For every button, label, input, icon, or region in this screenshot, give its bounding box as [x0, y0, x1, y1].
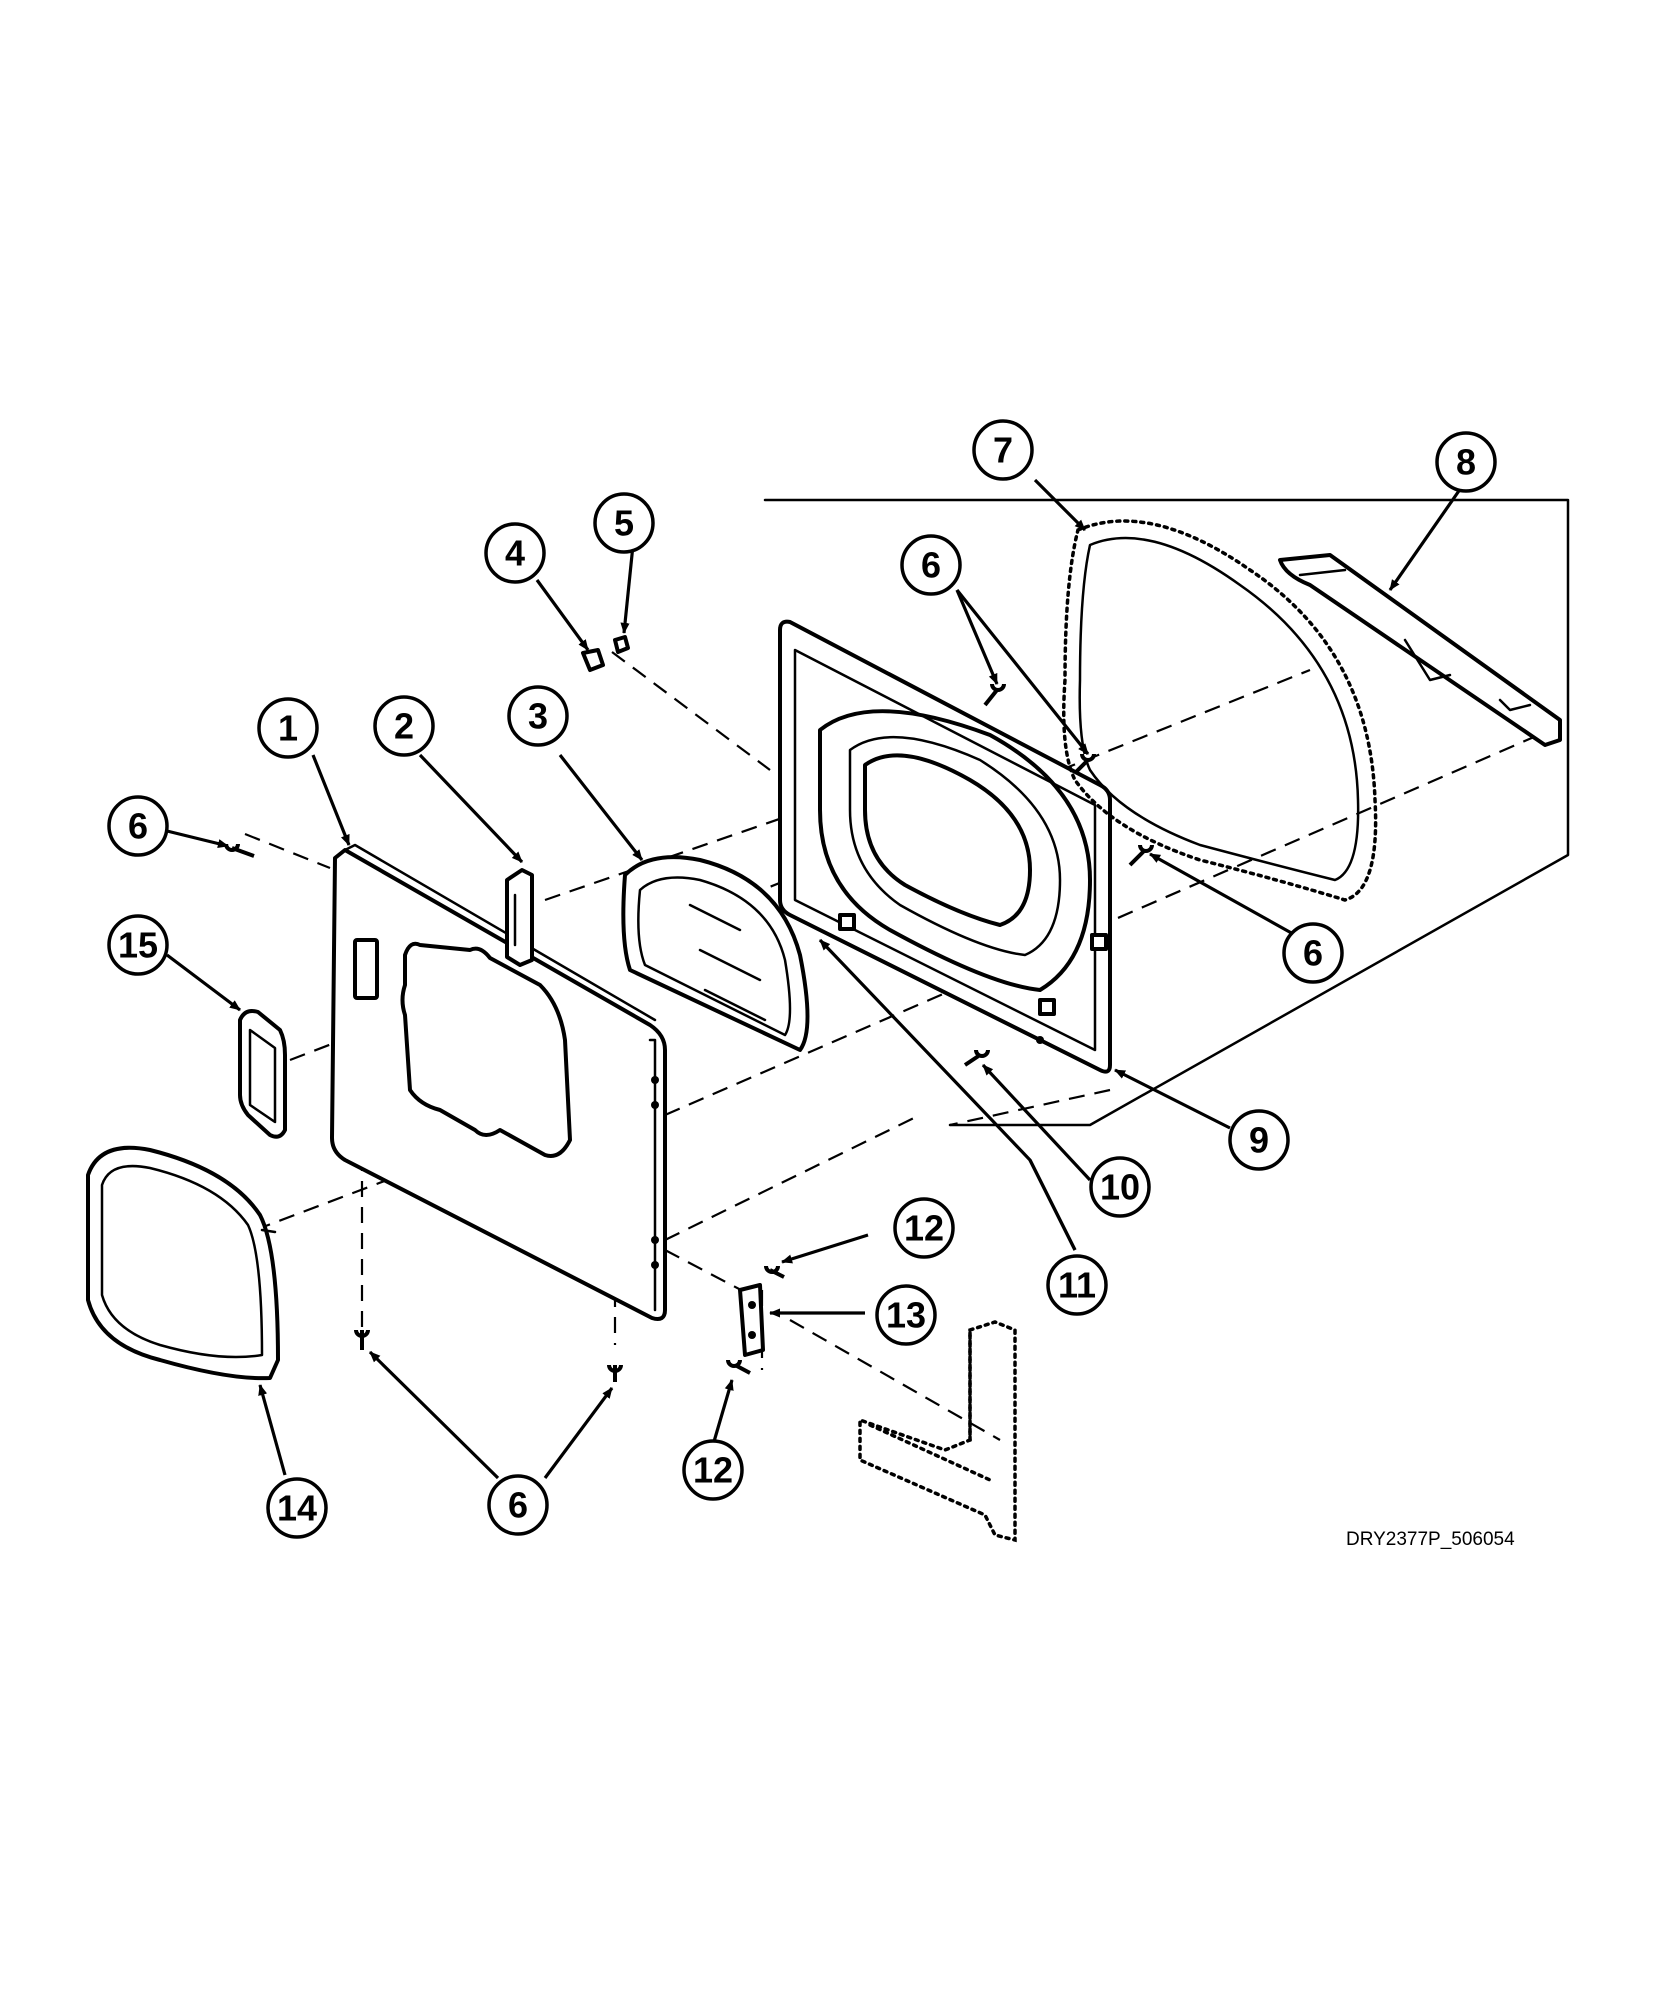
callout-6-bottom: 6 — [487, 1474, 549, 1536]
callout-6-right: 6 — [1282, 922, 1344, 984]
svg-text:5: 5 — [614, 503, 634, 544]
svg-text:10: 10 — [1100, 1167, 1140, 1208]
svg-text:8: 8 — [1456, 442, 1476, 483]
svg-text:13: 13 — [886, 1295, 926, 1336]
svg-text:14: 14 — [277, 1488, 317, 1529]
callout-3: 3 — [507, 685, 569, 747]
part-13-hinge — [738, 1283, 765, 1357]
callout-4: 4 — [484, 522, 546, 584]
callout-5: 5 — [593, 492, 655, 554]
part-5-clip — [613, 635, 630, 654]
svg-text:6: 6 — [921, 545, 941, 586]
svg-text:6: 6 — [128, 806, 148, 847]
part-15-handle-insert — [238, 1009, 287, 1139]
cabinet-corner-reference — [858, 1320, 1017, 1543]
svg-text:11: 11 — [1058, 1265, 1096, 1306]
part-2-latch-bracket — [505, 868, 534, 967]
callout-11: 11 — [1046, 1254, 1108, 1316]
svg-text:1: 1 — [278, 708, 298, 749]
svg-text:7: 7 — [993, 430, 1013, 471]
callout-8: 8 — [1435, 431, 1497, 493]
callout-12-top: 12 — [893, 1197, 955, 1259]
part-4-clip — [581, 648, 605, 672]
screws — [224, 683, 1154, 1382]
part-7-door-gasket — [1062, 519, 1378, 902]
drawing-code: DRY2377P_506054 — [1346, 1529, 1515, 1550]
svg-text:15: 15 — [118, 925, 158, 966]
part-8-door-hinge — [1278, 553, 1562, 747]
part-7-gasket-inner — [1078, 536, 1360, 882]
callout-2: 2 — [373, 695, 435, 757]
callout-14: 14 — [266, 1477, 328, 1539]
svg-text:3: 3 — [528, 696, 548, 737]
leader-lines — [166, 478, 1465, 1480]
part-9-inner-door-panel — [778, 619, 1112, 1074]
part-14-window-ring — [86, 1145, 280, 1381]
part-1-outer-door-panel — [330, 843, 667, 1321]
svg-text:9: 9 — [1249, 1120, 1269, 1161]
svg-text:6: 6 — [1303, 933, 1323, 974]
svg-text:4: 4 — [505, 533, 525, 574]
part-3-door-liner — [621, 855, 810, 1052]
callout-9: 9 — [1228, 1109, 1290, 1171]
svg-text:2: 2 — [394, 706, 414, 747]
callout-15: 15 — [107, 914, 169, 976]
assembly-frame — [763, 498, 1570, 1127]
callout-6-top: 6 — [900, 534, 962, 596]
callout-10: 10 — [1089, 1156, 1151, 1218]
callout-12-bottom: 12 — [682, 1439, 744, 1501]
callout-1: 1 — [257, 697, 319, 759]
callout-7: 7 — [972, 419, 1034, 481]
svg-text:12: 12 — [904, 1208, 944, 1249]
svg-text:12: 12 — [693, 1450, 733, 1491]
callout-13: 13 — [875, 1284, 937, 1346]
callout-6-left: 6 — [107, 795, 169, 857]
svg-text:6: 6 — [508, 1485, 528, 1526]
